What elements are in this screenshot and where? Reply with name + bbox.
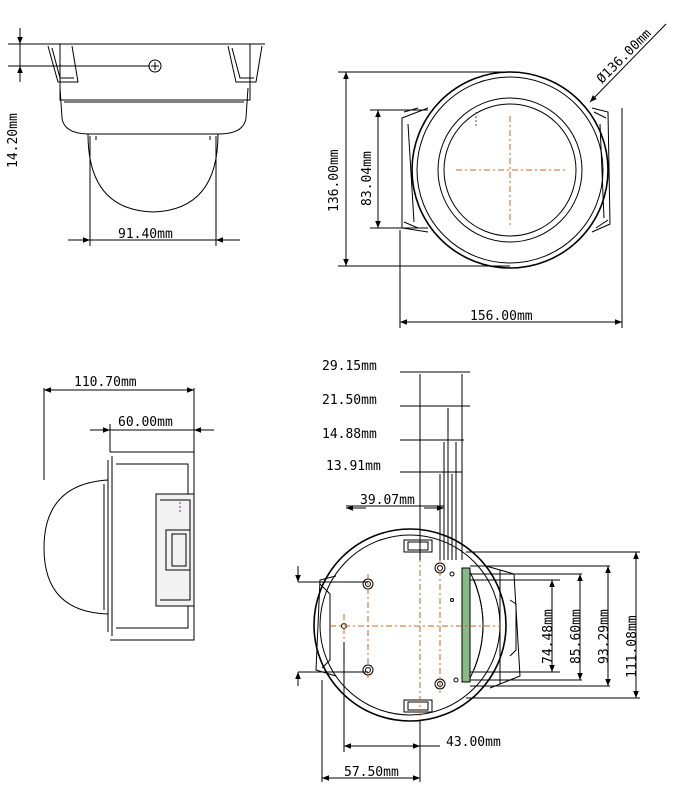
front-view: Ø136.00mm 136.00mm 83.04mm 156.00mm bbox=[327, 23, 667, 328]
dim-front-height: 136.00mm bbox=[327, 149, 342, 212]
dim-side-total: 110.70mm bbox=[74, 375, 137, 390]
dim-bottom-h3: 93.29mm bbox=[597, 609, 612, 664]
dim-bottom-d1: 29.15mm bbox=[322, 359, 377, 374]
dim-bottom-w2: 57.50mm bbox=[344, 765, 399, 780]
dim-bottom-h2: 85.60mm bbox=[569, 609, 584, 664]
dim-top-left-height: 14.20mm bbox=[6, 113, 21, 168]
dim-bottom-d5: 39.07mm bbox=[360, 493, 415, 508]
dim-front-inner-height: 83.04mm bbox=[360, 151, 375, 206]
dim-bottom-d3: 14.88mm bbox=[322, 427, 377, 442]
side-view: 110.70mm 60.00mm bbox=[43, 375, 214, 641]
dim-bottom-d4: 13.91mm bbox=[326, 459, 381, 474]
dim-bottom-h1: 74.48mm bbox=[541, 609, 556, 664]
base-view: 29.15mm 21.50mm 14.88mm 13.91mm 39.07mm … bbox=[295, 359, 640, 782]
dim-bottom-h4: 111.08mm bbox=[625, 615, 640, 678]
dim-front-diameter: Ø136.00mm bbox=[594, 26, 655, 87]
dim-side-body: 60.00mm bbox=[118, 415, 173, 430]
top-left-view: 14.20mm 91.40mm bbox=[6, 28, 265, 246]
dim-top-left-width: 91.40mm bbox=[118, 227, 173, 242]
dim-bottom-w1: 43.00mm bbox=[446, 735, 501, 750]
dim-front-width: 156.00mm bbox=[470, 309, 533, 324]
dim-bottom-d2: 21.50mm bbox=[322, 393, 377, 408]
